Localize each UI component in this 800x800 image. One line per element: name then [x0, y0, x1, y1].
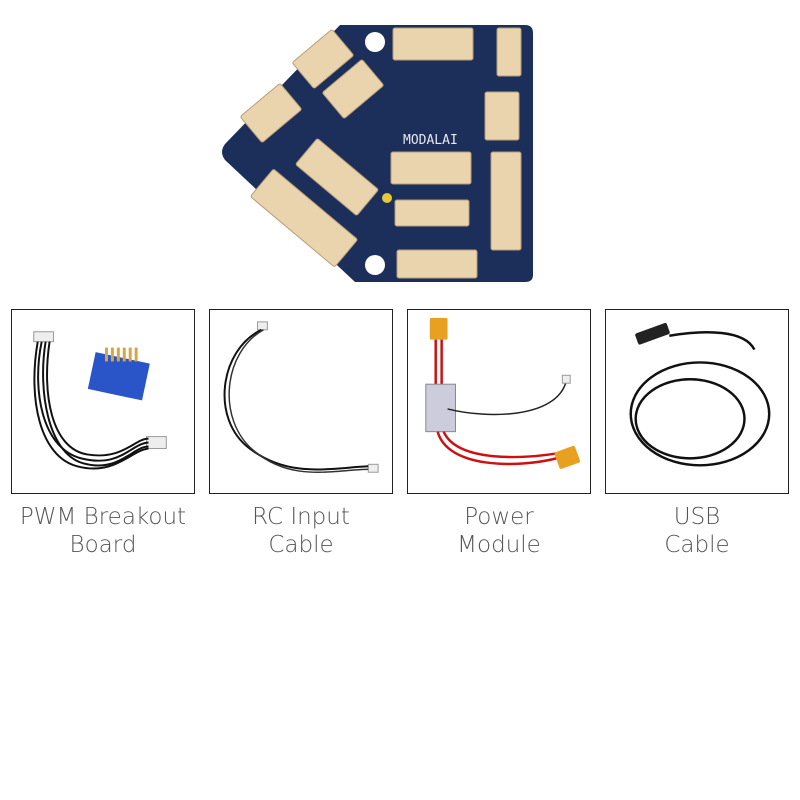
- pwm-breakout-board-image: [11, 309, 195, 494]
- board-logo-text: MODALAI: [403, 133, 458, 148]
- rc-input-cable-image: [209, 309, 393, 494]
- power-module-image: [407, 309, 591, 494]
- flight-controller-board-image: MODALAI: [215, 20, 545, 285]
- usb-cable-image: [605, 309, 789, 494]
